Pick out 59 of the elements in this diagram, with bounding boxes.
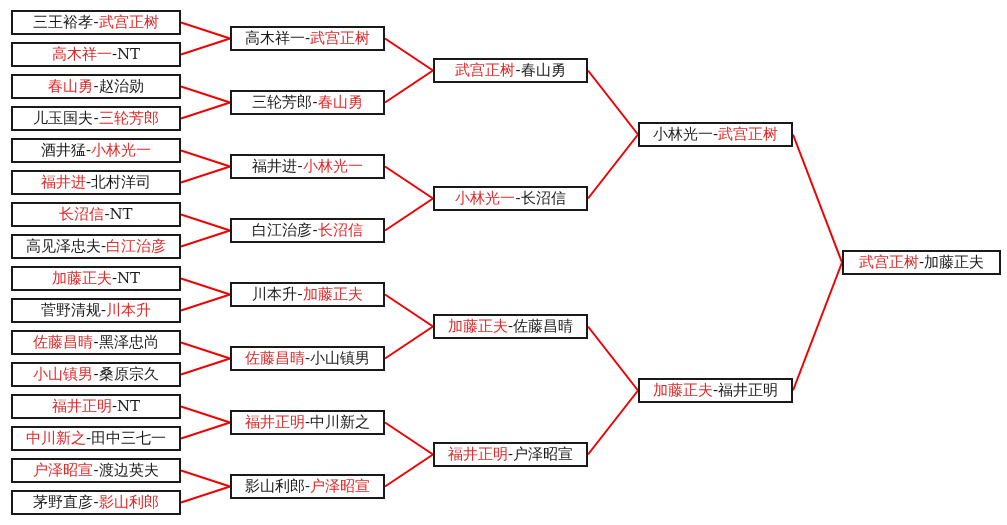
match-box: 长沼信-NT — [11, 202, 181, 227]
match-box: 户泽昭宣-渡边英夫 — [11, 458, 181, 483]
match-box: 影山利郎-户泽昭宣 — [230, 474, 385, 499]
match-box: 福井进-北村洋司 — [11, 170, 181, 195]
connector-line — [384, 293, 434, 328]
match-box: 高木祥一-NT — [11, 42, 181, 67]
match-box: 高见泽忠夫-白江治彦 — [11, 234, 181, 259]
match-box: 三王裕孝-武宫正树 — [11, 10, 181, 35]
connector-line — [180, 485, 231, 504]
connector-line — [180, 277, 231, 296]
connector-line — [180, 229, 231, 248]
match-box: 佐藤昌晴-黑泽忠尚 — [11, 330, 181, 355]
connector-line — [180, 37, 231, 56]
connector-line — [587, 389, 639, 456]
connector-line — [384, 197, 434, 232]
connector-line — [384, 453, 434, 488]
connector-line — [384, 421, 434, 456]
connector-line — [180, 421, 231, 440]
connector-line — [384, 325, 434, 360]
connector-line — [180, 165, 231, 184]
match-box: 小林光一-武宫正树 — [638, 122, 793, 147]
match-box: 小林光一-长沼信 — [433, 186, 588, 211]
connector-line — [587, 69, 639, 136]
connector-line — [180, 469, 231, 488]
match-box: 武宫正树-春山勇 — [433, 58, 588, 83]
connector-line — [180, 405, 231, 424]
match-box: 小山镇男-桑原宗久 — [11, 362, 181, 387]
match-box: 白江治彦-长沼信 — [230, 218, 385, 243]
connector-line — [180, 213, 231, 232]
match-box: 加藤正夫-福井正明 — [638, 378, 793, 403]
match-box: 菅野清规-川本升 — [11, 298, 181, 323]
connector-line — [384, 69, 434, 104]
connector-line — [384, 37, 434, 72]
match-box: 川本升-加藤正夫 — [230, 282, 385, 307]
connector-line — [180, 293, 231, 312]
connector-line — [180, 85, 231, 104]
connector-line — [384, 165, 434, 200]
match-box: 高木祥一-武宫正树 — [230, 26, 385, 51]
connector-line — [180, 149, 231, 168]
match-box: 福井进-小林光一 — [230, 154, 385, 179]
connector-line — [587, 133, 639, 200]
connector-line — [180, 21, 231, 40]
match-box: 中川新之-田中三七一 — [11, 426, 181, 451]
match-box: 春山勇-赵治勋 — [11, 74, 181, 99]
match-box: 三轮芳郎-春山勇 — [230, 90, 385, 115]
match-box: 福井正明-户泽昭宣 — [433, 442, 588, 467]
connector-line — [180, 341, 231, 360]
match-box: 福井正明-中川新之 — [230, 410, 385, 435]
connector-line — [180, 101, 231, 120]
connector-line — [180, 357, 231, 376]
match-box: 加藤正夫-NT — [11, 266, 181, 291]
match-box: 加藤正夫-佐藤昌晴 — [433, 314, 588, 339]
match-box: 武宫正树-加藤正夫 — [842, 250, 1001, 275]
match-box: 儿玉国夫-三轮芳郎 — [11, 106, 181, 131]
match-box: 佐藤昌晴-小山镇男 — [230, 346, 385, 371]
connector-line — [587, 325, 639, 392]
match-box: 酒井猛-小林光一 — [11, 138, 181, 163]
match-box: 茅野直彦-影山利郎 — [11, 490, 181, 515]
match-box: 福井正明-NT — [11, 394, 181, 419]
